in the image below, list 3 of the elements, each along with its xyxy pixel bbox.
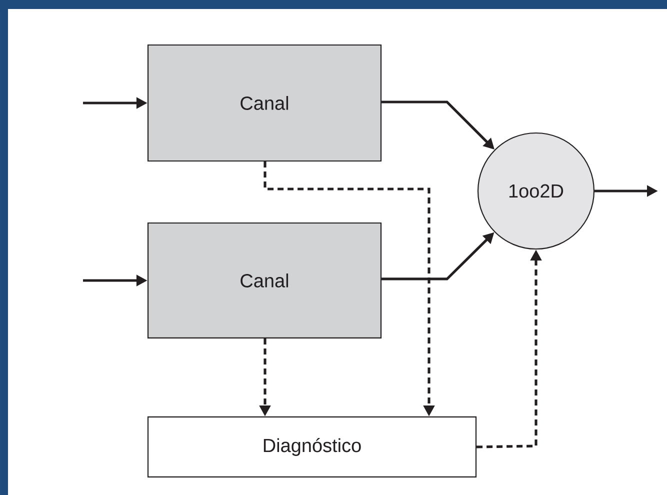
process-box: Canal bbox=[147, 44, 382, 162]
process-box: Canal bbox=[147, 222, 382, 339]
process-box: Diagnóstico bbox=[147, 416, 477, 478]
